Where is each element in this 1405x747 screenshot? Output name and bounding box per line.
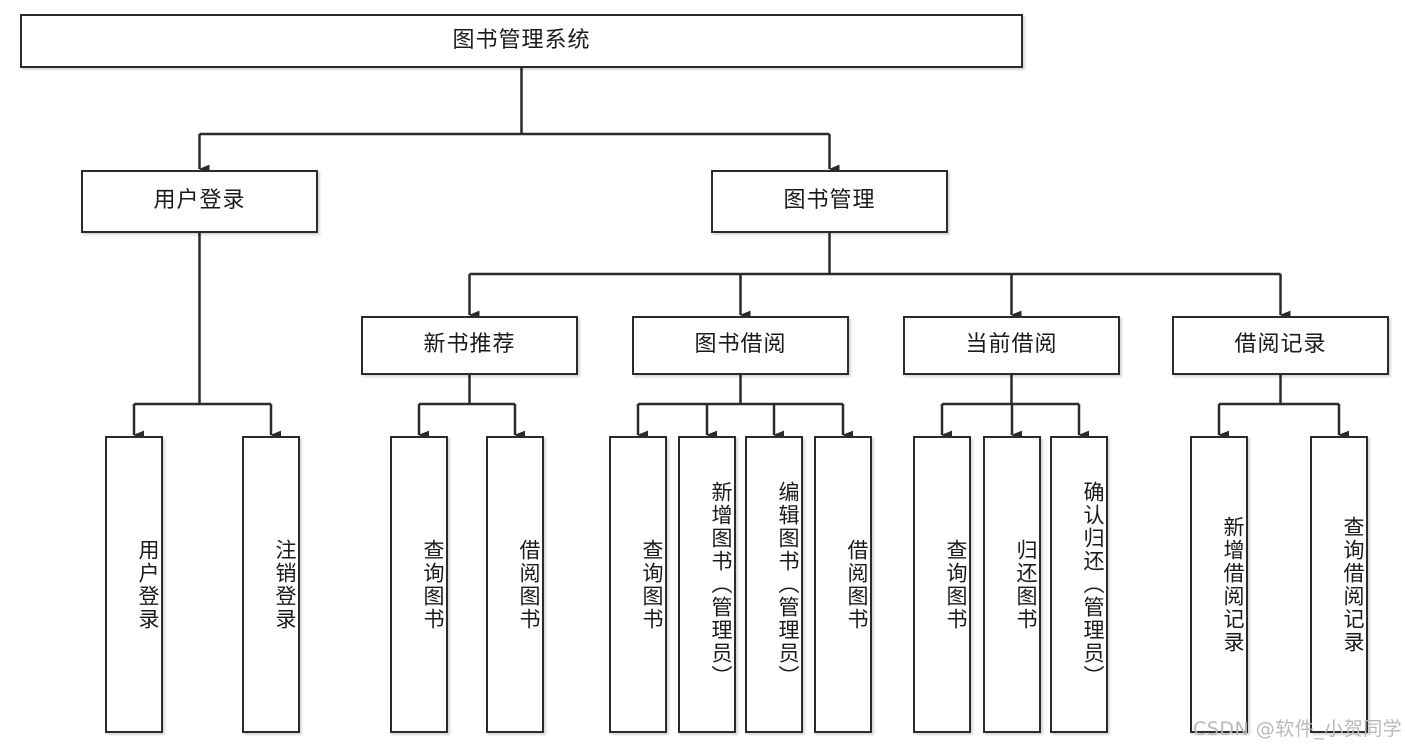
node-leaf-return-book[interactable]: 归还图书 <box>983 436 1041 733</box>
node-label: 查询图书 <box>640 538 664 631</box>
node-label: 确认归还（管理员） <box>1081 481 1105 688</box>
node-leaf-query-book-1[interactable]: 查询图书 <box>390 436 448 733</box>
node-new-book-rec[interactable]: 新书推荐 <box>361 316 578 375</box>
node-label: 查询图书 <box>944 538 968 631</box>
node-borrow-record[interactable]: 借阅记录 <box>1172 316 1389 375</box>
node-leaf-query-book-2[interactable]: 查询图书 <box>609 436 667 733</box>
node-label: 查询图书 <box>421 538 445 631</box>
node-leaf-edit-book[interactable]: 编辑图书（管理员） <box>745 436 803 733</box>
node-leaf-add-book[interactable]: 新增图书（管理员） <box>678 436 736 733</box>
node-label: 查询借阅记录 <box>1341 515 1365 654</box>
node-leaf-query-record[interactable]: 查询借阅记录 <box>1310 436 1368 733</box>
node-leaf-user-login[interactable]: 用户登录 <box>105 436 163 733</box>
node-label: 新增图书（管理员） <box>709 481 733 688</box>
node-label: 新增借阅记录 <box>1221 515 1245 654</box>
node-leaf-borrow-book-2[interactable]: 借阅图书 <box>814 436 872 733</box>
node-label: 图书管理系统 <box>452 27 591 53</box>
node-leaf-borrow-book-1[interactable]: 借阅图书 <box>486 436 544 733</box>
node-label: 当前借阅 <box>965 332 1058 358</box>
node-label: 图书管理 <box>783 188 876 214</box>
node-label: 借阅图书 <box>845 538 869 631</box>
node-label: 注销登录 <box>273 538 297 631</box>
node-leaf-add-record[interactable]: 新增借阅记录 <box>1190 436 1248 733</box>
node-label: 归还图书 <box>1014 538 1038 631</box>
node-label: 新书推荐 <box>423 332 516 358</box>
node-book-borrow[interactable]: 图书借阅 <box>632 316 849 375</box>
node-leaf-logout[interactable]: 注销登录 <box>242 436 300 733</box>
node-leaf-confirm-return[interactable]: 确认归还（管理员） <box>1050 436 1108 733</box>
node-label: 图书借阅 <box>694 332 787 358</box>
node-current-borrow[interactable]: 当前借阅 <box>903 316 1120 375</box>
node-label: 编辑图书（管理员） <box>776 481 800 688</box>
node-leaf-query-book-3[interactable]: 查询图书 <box>913 436 971 733</box>
node-book-manage[interactable]: 图书管理 <box>711 170 948 233</box>
node-label: 借阅记录 <box>1234 332 1327 358</box>
node-user-login[interactable]: 用户登录 <box>81 170 318 233</box>
node-label: 借阅图书 <box>517 538 541 631</box>
node-label: 用户登录 <box>136 538 160 631</box>
node-root[interactable]: 图书管理系统 <box>20 14 1023 68</box>
node-label: 用户登录 <box>153 188 246 214</box>
